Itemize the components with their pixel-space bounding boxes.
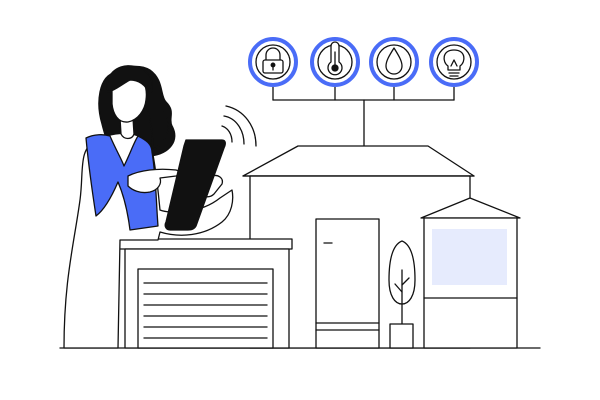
annex-window [432,229,507,285]
tablet-device[interactable] [164,139,226,231]
potted-tree [388,240,416,349]
thermometer-icon[interactable] [310,37,360,87]
lock-icon[interactable] [248,37,298,87]
side-annex [420,197,521,349]
wifi-signal-icon [221,105,257,147]
connection-lines [272,85,455,147]
water-drop-icon[interactable] [369,37,419,87]
light-bulb-icon[interactable] [429,37,479,87]
woman-figure [63,65,234,349]
garage-door[interactable] [137,268,274,349]
front-door[interactable] [315,218,380,349]
